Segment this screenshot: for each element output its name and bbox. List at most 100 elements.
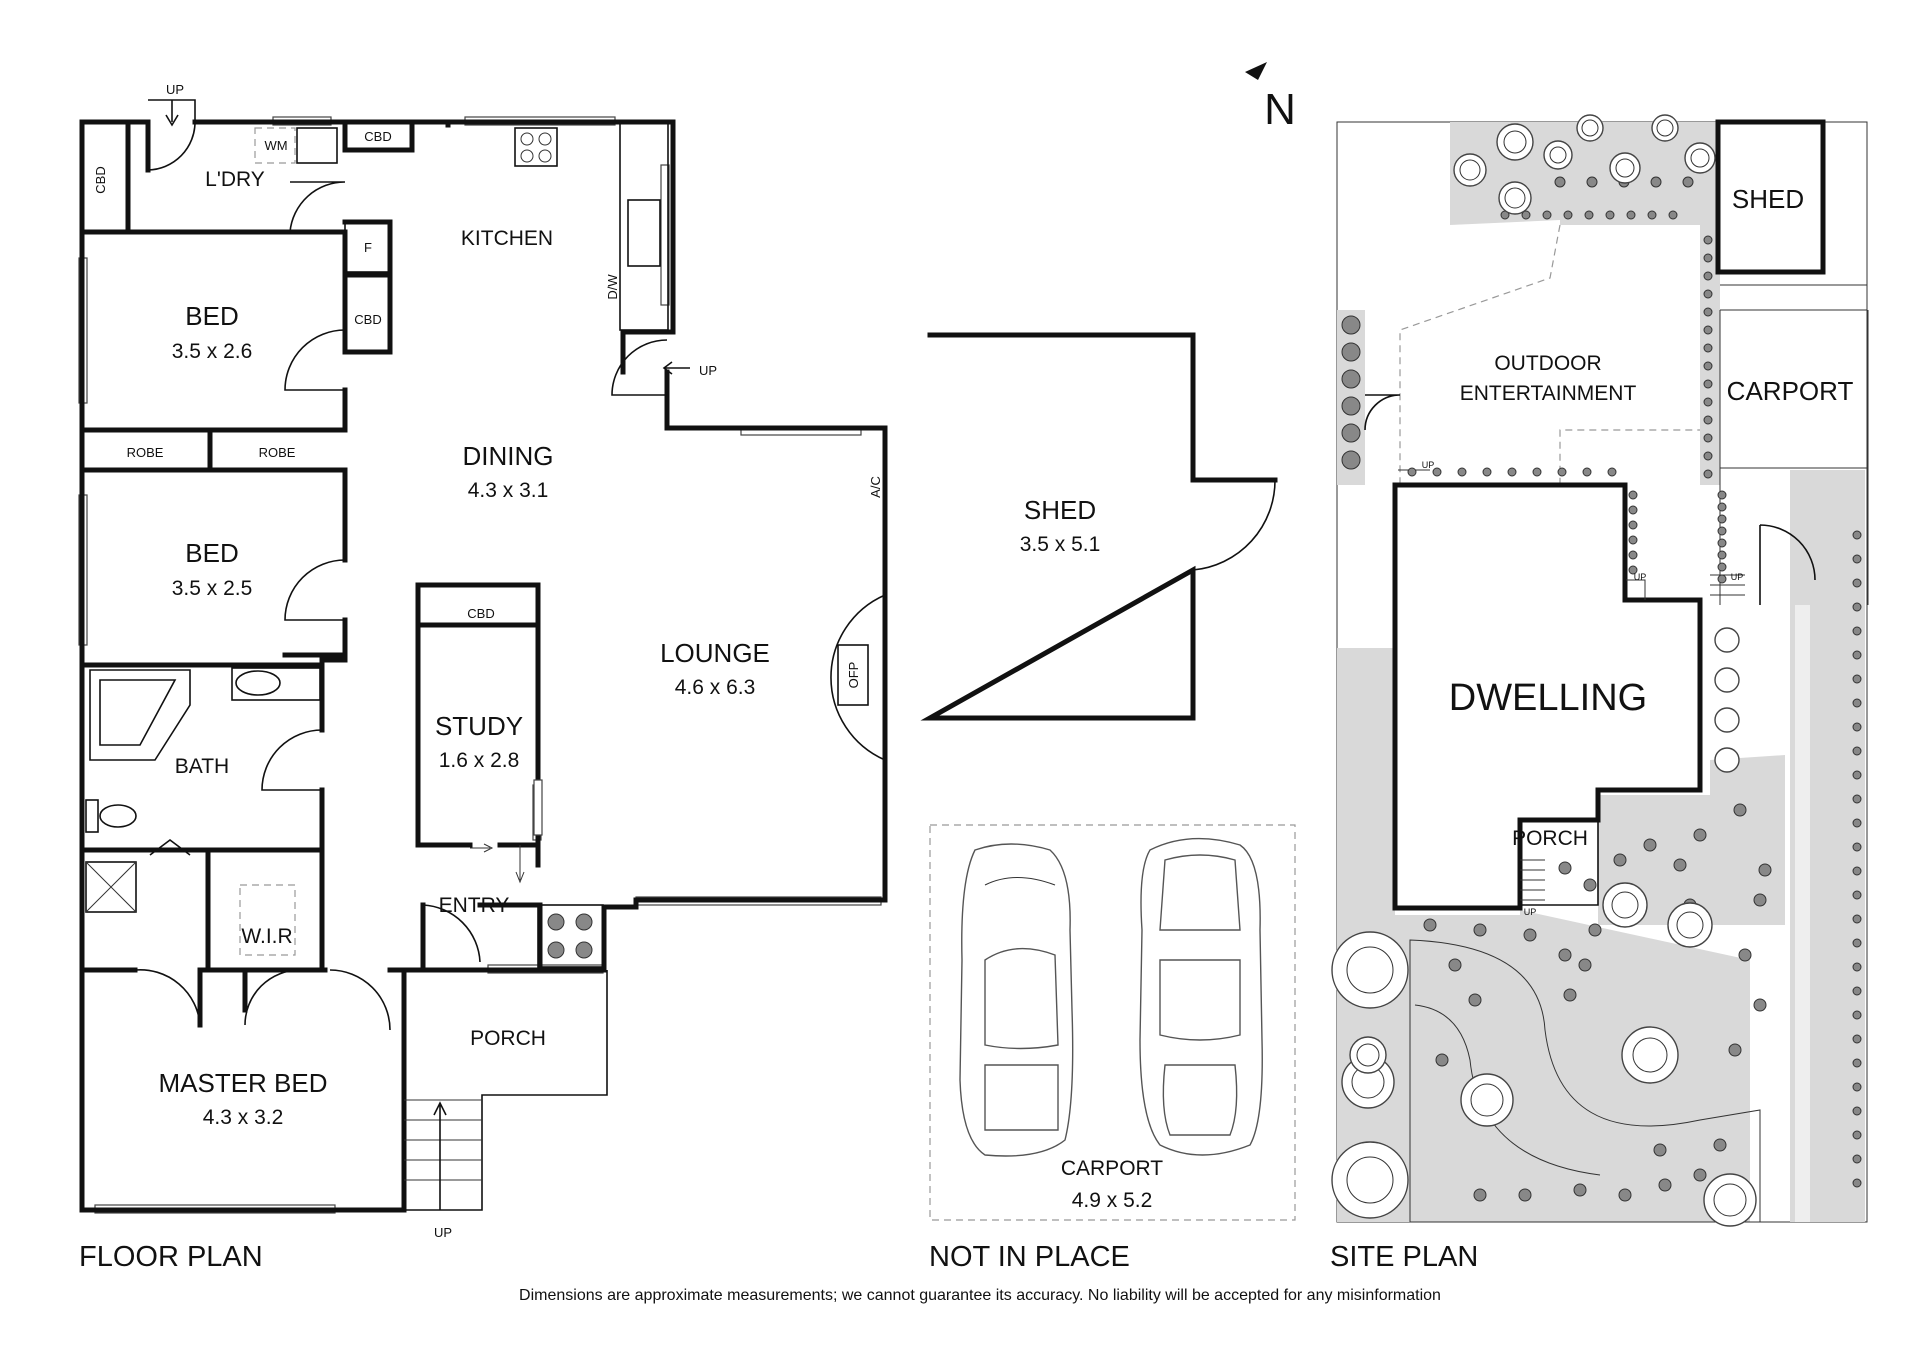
shrub-icon: [1521, 210, 1531, 220]
porch-steps: [404, 1099, 482, 1210]
shrub-icon: [1473, 923, 1487, 937]
tree-icon: [1349, 1036, 1387, 1074]
shrub-icon: [1693, 1168, 1707, 1182]
shrub-icon: [1733, 803, 1747, 817]
bed2-name: BED: [185, 538, 238, 568]
shrub-icon: [1682, 176, 1694, 188]
tree-canopy: [1346, 946, 1394, 994]
car-left: [959, 843, 1074, 1157]
shrub-icon: [1852, 1058, 1862, 1068]
shrub-icon: [1542, 210, 1552, 220]
tree-icon: [1543, 140, 1573, 170]
tree-canopy: [1611, 891, 1639, 919]
shrub-icon: [1423, 918, 1437, 932]
shrub-icon: [1558, 861, 1572, 875]
shrub-icon: [1628, 505, 1638, 515]
shrub-icon: [1647, 210, 1657, 220]
shrub-icon: [1523, 928, 1537, 942]
tree-canopy: [1356, 1043, 1380, 1067]
bed1-name: BED: [185, 301, 238, 331]
shrub-icon: [1717, 574, 1727, 584]
shrub-icon: [1693, 828, 1707, 842]
shrub-icon: [1573, 1183, 1587, 1197]
shrub-icon: [1717, 502, 1727, 512]
tree-icon: [1453, 153, 1487, 187]
site-plan: [1331, 114, 1869, 1227]
tree-icon: [1602, 882, 1648, 928]
shrub-icon: [1703, 433, 1713, 443]
planter-shrubs: [547, 913, 593, 959]
shrub-icon: [1653, 1143, 1667, 1157]
fireplace: [837, 644, 869, 706]
tree-icon: [1498, 181, 1532, 215]
cbd-laundry-label: CBD: [93, 166, 108, 193]
shrub-icon: [1852, 962, 1862, 972]
shrub-icon: [1852, 578, 1862, 588]
shrub-icon: [1852, 1034, 1862, 1044]
shrub-icon: [1703, 253, 1713, 263]
ofp-label: OFP: [846, 662, 861, 689]
tree-canopy: [1676, 911, 1704, 939]
shrub-icon: [1588, 923, 1602, 937]
tree-icon: [1496, 123, 1534, 161]
dw-label: D/W: [605, 274, 620, 300]
tree-canopy: [1346, 1156, 1394, 1204]
dining-size: 4.3 x 3.1: [468, 479, 549, 502]
robe2-label: ROBE: [259, 445, 296, 460]
shrub-icon: [1852, 938, 1862, 948]
shrub-icon: [1852, 1082, 1862, 1092]
shrub-icon: [1668, 210, 1678, 220]
lounge-name: LOUNGE: [660, 638, 770, 668]
shed-size: 3.5 x 5.1: [1020, 533, 1101, 556]
shrub-icon: [1578, 958, 1592, 972]
tree-canopy: [1615, 158, 1635, 178]
tree-icon: [1331, 1141, 1409, 1219]
tree-icon: [1703, 1173, 1757, 1227]
tree-icon: [1621, 1026, 1679, 1084]
toilet: [85, 799, 99, 833]
shrub-icon: [1584, 210, 1594, 220]
shrub-icon: [1703, 235, 1713, 245]
site-shed-label: SHED: [1732, 184, 1804, 214]
tree-icon: [1331, 931, 1409, 1009]
shrub-icon: [1618, 1188, 1632, 1202]
ac-label: A/C: [868, 476, 883, 498]
tree-icon: [1703, 1173, 1757, 1227]
tree-icon: [1609, 152, 1641, 184]
master-bed-name: MASTER BED: [158, 1068, 327, 1098]
carport-size: 4.9 x 5.2: [1072, 1189, 1153, 1212]
shrub-icon: [1852, 914, 1862, 924]
shrub-icon: [1717, 490, 1727, 500]
shrub-icon: [1341, 423, 1361, 443]
site-up-2: UP: [1634, 572, 1647, 582]
shrub-icon: [1703, 271, 1713, 281]
shrub-icon: [1457, 467, 1467, 477]
tree-canopy: [1690, 148, 1710, 168]
outdoor-line2: ENTERTAINMENT: [1460, 382, 1637, 405]
shrub-icon: [1643, 838, 1657, 852]
tree-icon: [1576, 114, 1604, 142]
shrub-icon: [1468, 993, 1482, 1007]
tree-icon: [1684, 142, 1716, 174]
tree-icon: [1684, 142, 1716, 174]
shrub-icon: [1448, 958, 1462, 972]
tree-icon: [1651, 114, 1679, 142]
shrub-icon: [1852, 1130, 1862, 1140]
lounge-size: 4.6 x 6.3: [675, 676, 756, 699]
bath-label: BATH: [175, 755, 229, 778]
shrub-icon: [1703, 451, 1713, 461]
shrub-icon: [1717, 562, 1727, 572]
floor-plan-title: FLOOR PLAN: [79, 1241, 263, 1273]
floor-plan: [78, 99, 888, 1214]
shrub-icon: [1518, 1188, 1532, 1202]
shrub-icon: [1341, 315, 1361, 335]
shrub-icon: [1703, 469, 1713, 479]
shrub-icon: [1713, 1138, 1727, 1152]
shrub-icon: [1341, 396, 1361, 416]
tree-icon: [1651, 114, 1679, 142]
shrub-icon: [1753, 893, 1767, 907]
bed1-size: 3.5 x 2.6: [172, 340, 253, 363]
tree-canopy: [1713, 1183, 1747, 1217]
shrub-icon: [1432, 467, 1442, 477]
shrub-icon: [1852, 818, 1862, 828]
